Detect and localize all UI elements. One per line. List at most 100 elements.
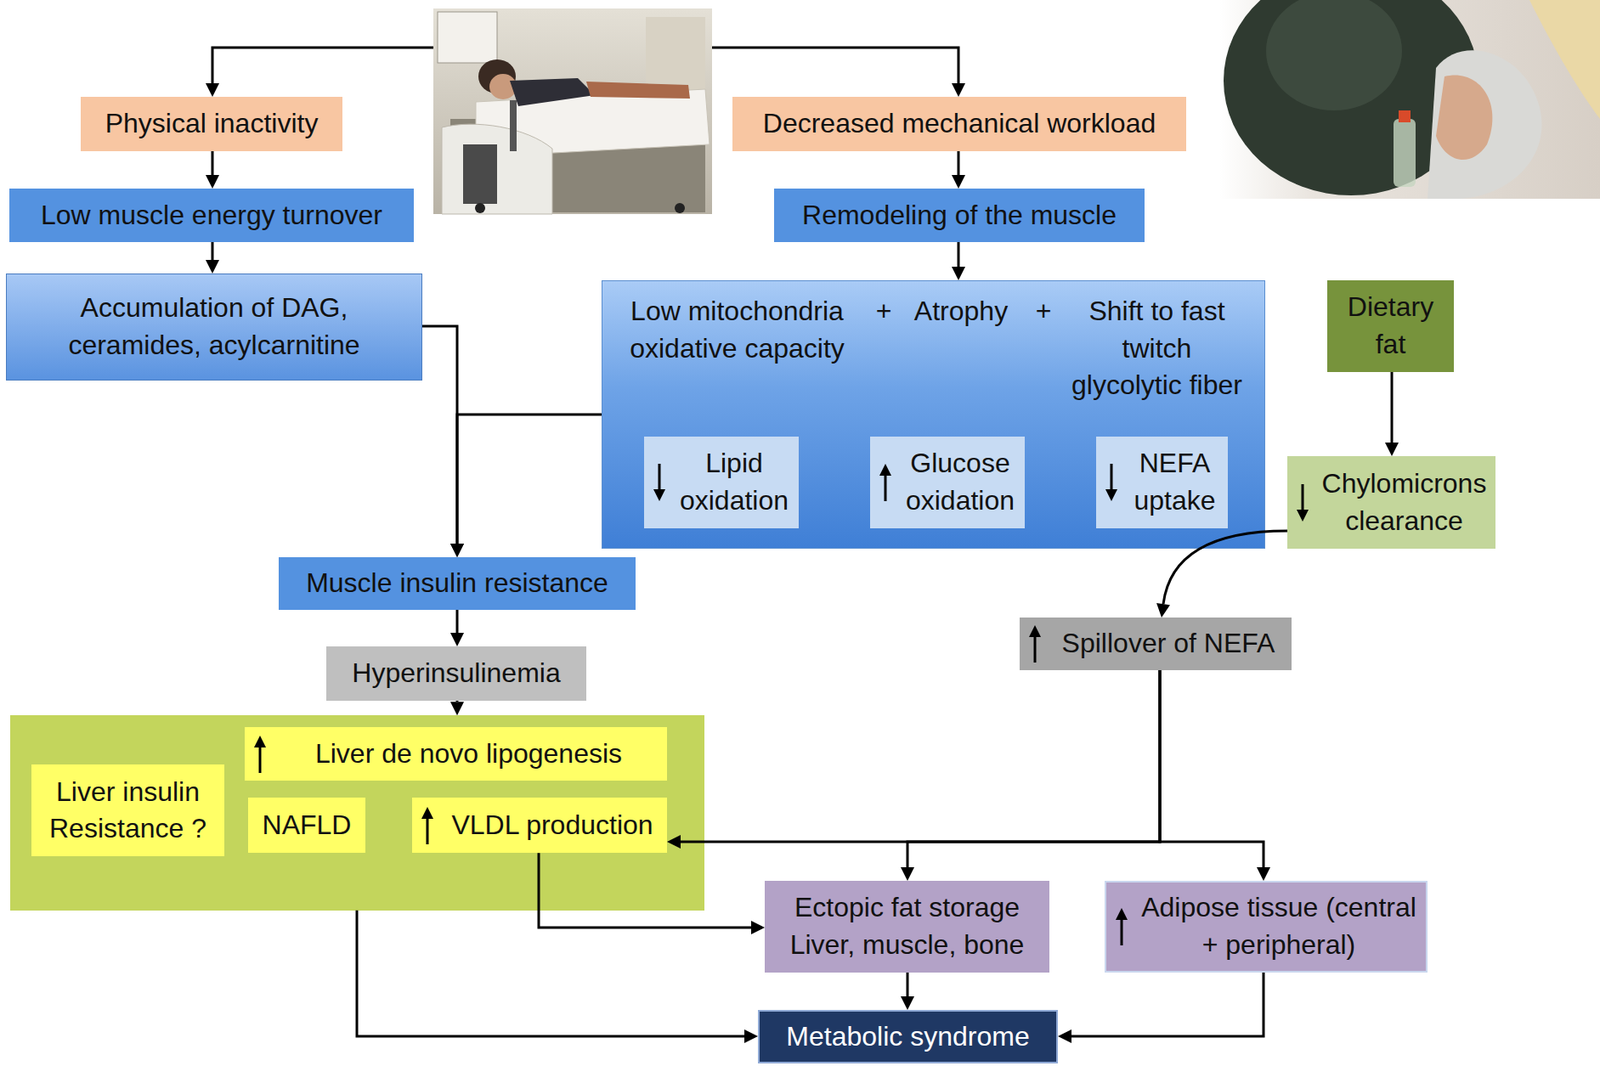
node-text: Remodeling of the muscle	[802, 197, 1117, 235]
node-text: Liver de novo lipogenesis	[315, 735, 622, 774]
photo-lead-line	[212, 47, 959, 84]
node-text: Dietary fat	[1335, 288, 1446, 363]
connector-line	[457, 414, 602, 544]
node-text: Low mitochondria oxidative capacity	[616, 293, 859, 368]
process-box: Glucose oxidation	[870, 436, 1025, 529]
node-text: Metabolic syndrome	[785, 1018, 1029, 1057]
connector-line	[356, 910, 745, 1037]
arrow-head	[900, 996, 915, 1011]
group-box: Liver de novo lipogenesisLiver insulin R…	[10, 715, 705, 911]
connector	[450, 701, 464, 716]
connector-line	[211, 151, 215, 176]
node-text: Liver insulin Resistance ?	[39, 774, 216, 849]
process-box: Low muscle energy turnover	[9, 188, 414, 243]
connector	[1159, 670, 1271, 882]
increase-arrow	[251, 734, 269, 775]
node-text: Adipose tissue (central + peripheral)	[1140, 889, 1418, 964]
connector-line	[456, 610, 459, 634]
node-text: Decreased mechanical workload	[763, 105, 1156, 143]
arrow-head	[450, 633, 464, 647]
process-box: NEFA uptake	[1096, 436, 1228, 529]
connector	[538, 853, 765, 935]
connector-line	[907, 670, 1160, 868]
node-text: Hyperinsulinemia	[351, 655, 560, 693]
connector	[951, 242, 966, 281]
connector-line	[1159, 670, 1264, 868]
process-box: Accumulation of DAG, ceramides, acylcarn…	[5, 273, 423, 381]
connector	[1156, 531, 1288, 618]
arrow-head	[1385, 442, 1399, 457]
arrow-head	[744, 1029, 758, 1044]
bed-rest-photo	[433, 8, 713, 215]
connector	[667, 670, 1160, 849]
node-text: Shift to fast twitch glycolytic fiber	[1065, 293, 1249, 405]
arrow-head	[900, 867, 915, 882]
node-text: +	[872, 293, 895, 331]
process-box: Metabolic syndrome	[757, 1010, 1058, 1064]
decrease-arrow	[650, 462, 668, 504]
node-text: Chylomicrons clearance	[1321, 465, 1487, 540]
node-text: NAFLD	[262, 807, 352, 845]
decrease-arrow	[1294, 482, 1312, 524]
connector-line	[422, 326, 458, 544]
process-box: Liver insulin Resistance ?	[31, 764, 225, 857]
decrease-arrow	[1102, 462, 1120, 504]
connector-line	[1071, 972, 1264, 1037]
process-box: Lipid oxidation	[644, 436, 799, 529]
process-box: Muscle insulin resistance	[278, 557, 636, 611]
process-box: Dietary fat	[1327, 280, 1454, 373]
node-text: Physical inactivity	[105, 105, 319, 143]
arrow-head	[1256, 867, 1271, 882]
node-text: Atrophy	[901, 293, 1021, 331]
arrow-head	[205, 175, 220, 189]
node-text: Ectopic fat storage Liver, muscle, bone	[773, 889, 1041, 964]
node-text: Lipid oxidation	[678, 445, 791, 520]
process-box: VLDL production	[412, 797, 668, 854]
connector	[450, 610, 464, 647]
arrow-head	[751, 921, 765, 935]
connector	[1057, 972, 1264, 1044]
connector	[951, 151, 966, 189]
group-box: Low mitochondria oxidative capacity+Atro…	[601, 280, 1266, 549]
process-box: Ectopic fat storage Liver, muscle, bone	[764, 881, 1050, 973]
node-text: +	[1032, 293, 1055, 331]
arrow-head	[205, 83, 966, 97]
arrow-head	[450, 701, 464, 716]
connector-line	[957, 242, 961, 267]
connector-line	[680, 670, 1160, 843]
arrow-head	[951, 266, 966, 281]
arrow-head	[450, 543, 464, 558]
increase-arrow	[876, 462, 894, 504]
connector	[205, 242, 220, 274]
arrow-head	[205, 260, 220, 274]
process-box: Spillover of NEFA	[1019, 617, 1292, 671]
arrow-head	[667, 835, 681, 849]
process-box: Adipose tissue (central + peripheral)	[1104, 881, 1428, 973]
node-text: NEFA uptake	[1130, 445, 1220, 520]
node-text: Accumulation of DAG, ceramides, acylcarn…	[15, 289, 413, 364]
node-text: Low muscle energy turnover	[40, 197, 383, 235]
process-box: Hyperinsulinemia	[326, 646, 587, 702]
connector-line	[538, 853, 752, 928]
connector	[900, 972, 915, 1011]
increase-arrow	[1026, 623, 1044, 665]
process-box: NAFLD	[248, 797, 366, 854]
node-text: Muscle insulin resistance	[305, 565, 609, 603]
node-text: Spillover of NEFA	[1062, 625, 1276, 663]
connector-line	[1390, 372, 1394, 443]
arrow-head	[450, 543, 464, 558]
connector-line	[1163, 531, 1288, 605]
connector	[205, 151, 220, 189]
arrow-head	[1156, 603, 1171, 618]
connector	[450, 414, 602, 558]
connector-line	[906, 972, 910, 997]
process-box: Decreased mechanical workload	[732, 96, 1187, 152]
node-text: Glucose oxidation	[904, 445, 1017, 520]
connector	[900, 670, 1160, 882]
process-box: Physical inactivity	[80, 96, 343, 152]
process-box: Liver de novo lipogenesis	[244, 727, 668, 781]
process-box: Remodeling of the muscle	[774, 188, 1145, 243]
increase-arrow	[1113, 906, 1131, 948]
connector-line	[957, 151, 961, 176]
